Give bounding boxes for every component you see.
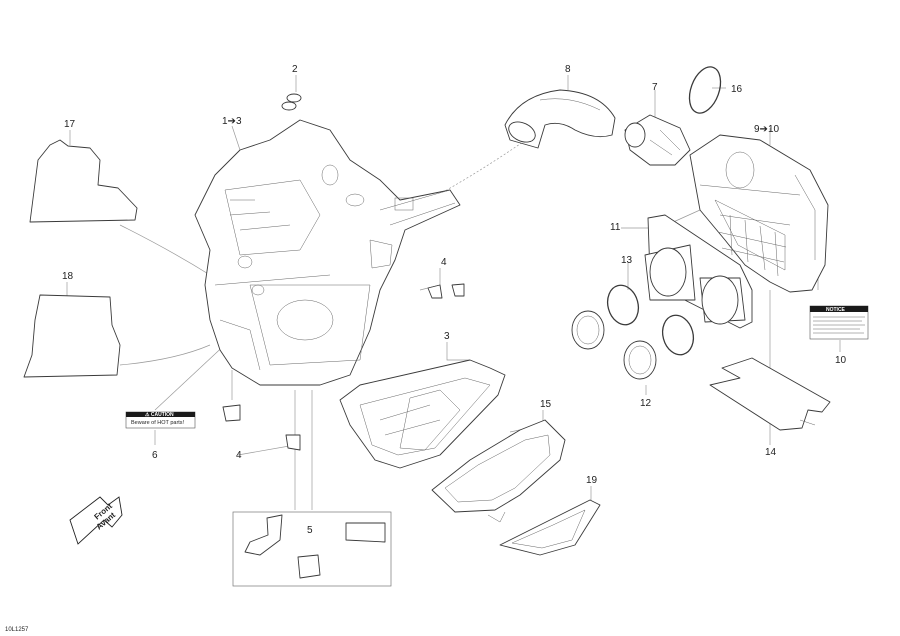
callout-19: 19 (586, 475, 598, 486)
callout-4-upper: 4 (441, 257, 447, 268)
callout-14: 14 (765, 447, 777, 458)
caution-label-text: Beware of HOT parts! (131, 420, 185, 426)
part-19-gasket (499, 499, 601, 556)
part-4-clips-lower (222, 404, 301, 451)
part-5-kit-box (232, 511, 392, 587)
callout-12: 12 (640, 398, 652, 409)
part-16-o-ring (688, 66, 722, 114)
callout-18: 18 (62, 271, 74, 282)
callout-9-10: 9➔10 (754, 124, 780, 135)
callout-11: 11 (610, 222, 621, 233)
front-direction-arrow (69, 496, 123, 545)
callout-15: 15 (540, 399, 552, 410)
callout-1-3: 1➔3 (222, 116, 242, 127)
callout-2: 2 (292, 64, 298, 75)
callout-13: 13 (621, 255, 633, 266)
part-11-plate (644, 214, 753, 329)
notice-label-group (809, 305, 869, 340)
part-18-panel (23, 294, 121, 378)
callout-16: 16 (731, 84, 743, 95)
part-2-grommets (281, 93, 302, 111)
callout-7: 7 (652, 82, 658, 93)
callout-17: 17 (64, 119, 76, 130)
callout-10: 10 (835, 355, 847, 366)
caution-label-group (125, 411, 196, 429)
callout-4-lower: 4 (236, 450, 242, 461)
callout-8: 8 (565, 64, 571, 75)
figure-id: 10L1257 (5, 627, 29, 633)
notice-label-header: NOTICE (826, 307, 846, 313)
callout-labels: 1➔3 2 3 4 4 5 6 7 8 9➔10 10 11 12 13 14 … (5, 64, 847, 633)
part-12-couplers (571, 310, 657, 380)
part-14-plate (709, 357, 831, 431)
part-9-10-silencer-box (689, 134, 829, 293)
part-4-clips-upper (427, 283, 465, 299)
part-8-intake-tube (504, 89, 616, 149)
part-7-connector (624, 114, 691, 166)
callout-5: 5 (307, 525, 313, 536)
leader-lines (66, 75, 841, 510)
part-15-frame (431, 419, 566, 523)
part-17-panel (29, 139, 138, 223)
part-3-filter-frame (339, 359, 506, 469)
callout-6: 6 (152, 450, 158, 461)
caution-label-header: ⚠ CAUTION (145, 412, 174, 418)
airbox-housing (194, 119, 461, 386)
part-13-clamps (606, 284, 695, 356)
callout-3: 3 (444, 331, 450, 342)
